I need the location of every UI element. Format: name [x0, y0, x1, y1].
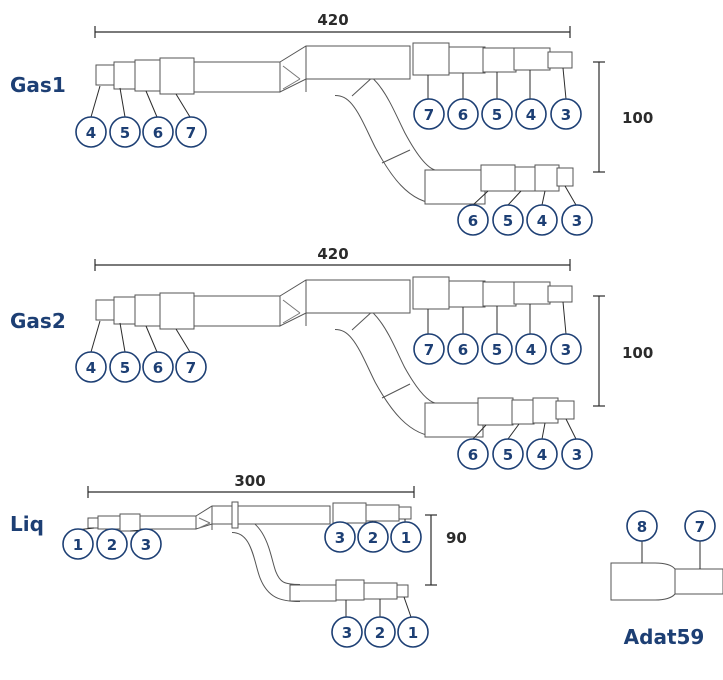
gas2-lower-callout: 4	[537, 446, 547, 464]
gas2-upper-callout: 6	[458, 341, 468, 359]
gas1-upper-callout: 5	[492, 106, 502, 124]
gas2-label: Gas2	[10, 309, 66, 333]
adapter-label: Adat59	[624, 625, 705, 649]
liq-lower-callout: 2	[375, 624, 385, 642]
gas1-lower-callout: 5	[503, 212, 513, 230]
gas1-upper-callout: 7	[424, 106, 434, 124]
gas2-upper-callout: 7	[424, 341, 434, 359]
gas2-assembly: 420 100 Gas2	[10, 245, 653, 470]
gas1-lower-callout: 4	[537, 212, 547, 230]
gas1-side-dimension: 100	[622, 109, 653, 127]
liq-assembly: 300 90 Liq	[10, 472, 467, 648]
liq-label: Liq	[10, 512, 44, 536]
liq-upper-callout: 3	[335, 529, 345, 547]
gas1-lower-callout: 3	[572, 212, 582, 230]
liq-lower-callout: 3	[342, 624, 352, 642]
gas2-left-callout: 4	[86, 359, 96, 377]
gas2-lower-callout: 6	[468, 446, 478, 464]
liq-top-dimension: 300	[234, 472, 265, 490]
gas2-side-dimension: 100	[622, 344, 653, 362]
gas2-upper-callout: 5	[492, 341, 502, 359]
adapter-callout: 8	[637, 518, 647, 536]
gas1-left-callout: 4	[86, 124, 96, 142]
liq-left-callout: 2	[107, 536, 117, 554]
gas2-left-callout: 6	[153, 359, 163, 377]
gas1-upper-callout: 6	[458, 106, 468, 124]
gas2-lower-callout: 5	[503, 446, 513, 464]
gas1-left-callout: 6	[153, 124, 163, 142]
liq-upper-callout: 2	[368, 529, 378, 547]
gas1-left-callout: 5	[120, 124, 130, 142]
liq-side-dimension: 90	[446, 529, 467, 547]
gas2-upper-callout: 3	[561, 341, 571, 359]
adapter-callout: 7	[695, 518, 705, 536]
gas2-left-callout: 5	[120, 359, 130, 377]
gas1-label: Gas1	[10, 73, 66, 97]
gas1-lower-callout: 6	[468, 212, 478, 230]
liq-lower-callout: 1	[408, 624, 418, 642]
gas2-lower-callout: 3	[572, 446, 582, 464]
gas1-assembly: 420 100 Gas1	[10, 11, 653, 236]
adapter-assembly: 8 7 Adat59	[610, 510, 723, 649]
liq-upper-callout: 1	[401, 529, 411, 547]
gas2-left-callout: 7	[186, 359, 196, 377]
gas2-top-dimension: 420	[317, 245, 348, 263]
liq-left-callout: 1	[73, 536, 83, 554]
gas2-upper-callout: 4	[526, 341, 536, 359]
liq-left-callout: 3	[141, 536, 151, 554]
gas1-upper-callout: 4	[526, 106, 536, 124]
gas1-upper-callout: 3	[561, 106, 571, 124]
gas1-top-dimension: 420	[317, 11, 348, 29]
gas1-left-callout: 7	[186, 124, 196, 142]
